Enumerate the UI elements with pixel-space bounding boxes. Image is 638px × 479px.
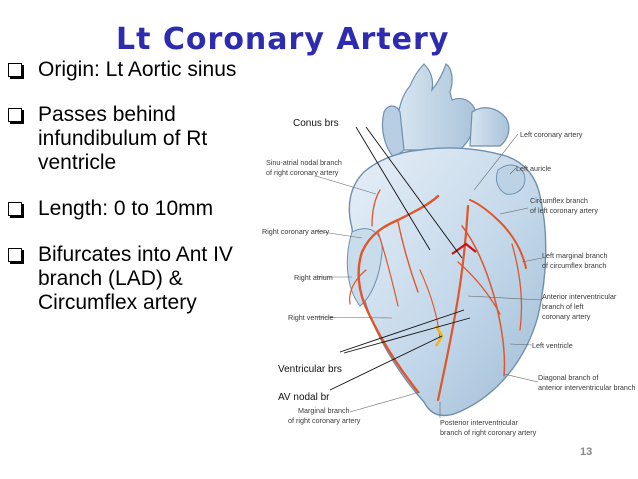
bullet-list: Origin: Lt Aortic sinus Passes behind in… (0, 58, 258, 337)
marginal-label-line2: of right coronary artery (288, 416, 361, 425)
great-vessels (381, 63, 510, 159)
left-marginal-label-line1: Left marginal branch (542, 251, 608, 260)
bullet-text: Origin: Lt Aortic sinus (38, 58, 237, 81)
left-auricle-shape (495, 164, 526, 195)
circumflex-label-line2: of left coronary artery (530, 206, 598, 215)
bullet-text: Passes behind infundibulum of Rt ventric… (38, 103, 208, 174)
slide-title: Lt Coronary Artery (116, 22, 450, 57)
bullet-item-origin: Origin: Lt Aortic sinus (0, 58, 258, 82)
circumflex-label-line1: Circumflex branch (530, 196, 588, 205)
anterior-iv-label-line1: Anterior interventricular (542, 292, 617, 301)
marginal-label-line1: Marginal branch (298, 406, 350, 415)
checkbox-bullet-icon (8, 248, 22, 262)
posterior-iv-label-line2: branch of right coronary artery (440, 428, 537, 437)
conus-branches-label: Conus brs (293, 118, 339, 129)
sa-nodal-label-line2: of right coronary artery (266, 168, 339, 177)
left-coronary-artery-label: Left coronary artery (520, 130, 583, 139)
posterior-iv-label-line1: Posterior interventricular (440, 418, 519, 427)
heart-diagram: Conus brs Ventricular brs AV nodal br Le… (262, 63, 635, 437)
bullet-item-bifurcates: Bifurcates into Ant IV branch (LAD) & Ci… (0, 243, 258, 315)
label-leader-lines (315, 133, 543, 418)
bullet-text: Bifurcates into Ant IV branch (LAD) & Ci… (38, 243, 233, 314)
page-number: 13 (580, 446, 593, 458)
anterior-iv-label-line2: branch of left (542, 302, 584, 311)
diagonal-label-line1: Diagonal branch of (538, 373, 598, 382)
right-atrium-label: Right atrium (294, 273, 333, 282)
diagonal-label-line2: anterior interventricular branch (538, 383, 635, 392)
heart-body (348, 147, 547, 417)
left-ventricle-label: Left ventricle (532, 341, 573, 350)
right-ventricle-label: Right ventricle (288, 313, 334, 322)
checkbox-bullet-icon (8, 202, 22, 216)
av-nodal-branch-label: AV nodal br (278, 392, 330, 403)
checkbox-bullet-icon (8, 63, 22, 77)
left-auricle-label: Left auricle (516, 164, 551, 173)
coronary-arteries (349, 189, 527, 402)
bullet-text: Length: 0 to 10mm (38, 197, 214, 220)
bullet-item-passes-behind: Passes behind infundibulum of Rt ventric… (0, 103, 258, 175)
checkbox-bullet-icon (8, 108, 22, 122)
left-marginal-label-line2: of circumflex branch (542, 261, 606, 270)
right-coronary-artery-label: Right coronary artery (262, 227, 330, 236)
anterior-iv-label-line3: coronary artery (542, 312, 591, 321)
bullet-item-length: Length: 0 to 10mm (0, 197, 258, 221)
sa-nodal-label-line1: Sinu-atrial nodal branch (266, 158, 342, 167)
ventricular-branches-label: Ventricular brs (278, 364, 342, 375)
overlay-leader-lines (329, 126, 471, 391)
